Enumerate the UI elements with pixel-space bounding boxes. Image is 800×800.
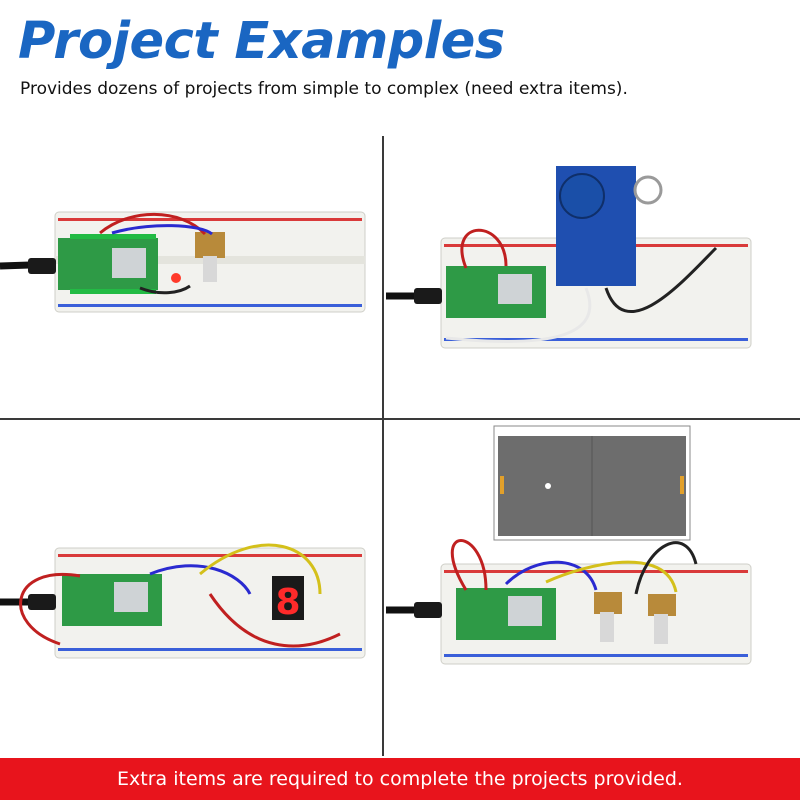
jumper-wires — [19, 543, 341, 648]
photo-rfid-reader — [386, 138, 766, 418]
footer-notice: Extra items are required to complete the… — [117, 768, 683, 790]
potentiometer — [195, 232, 225, 282]
usb-cable — [0, 258, 56, 274]
ball — [545, 483, 551, 489]
jumper-wires — [445, 228, 718, 343]
grid-divider-horizontal — [0, 418, 800, 420]
jumper-wires — [99, 212, 213, 295]
rfid-module — [556, 166, 663, 286]
pico-board — [456, 588, 556, 640]
game-window — [493, 425, 691, 541]
seven-segment-display: 8 — [272, 576, 304, 623]
pico-board — [62, 574, 162, 626]
photo-potentiometer-led — [0, 138, 380, 418]
digit-readout: 8 — [275, 582, 300, 623]
page-subtitle: Provides dozens of projects from simple … — [20, 79, 628, 99]
usb-cable — [386, 602, 442, 618]
potentiometers — [594, 592, 676, 644]
usb-cable — [0, 594, 56, 610]
pico-board — [446, 266, 546, 318]
footer-banner: Extra items are required to complete the… — [0, 758, 800, 800]
photo-seven-segment: 8 — [0, 424, 380, 704]
grid-divider-vertical — [382, 136, 384, 756]
photo-pong-game — [386, 424, 766, 704]
left-paddle — [500, 476, 504, 494]
pico-board — [58, 234, 158, 294]
jumper-wires — [450, 539, 698, 595]
right-paddle — [680, 476, 684, 494]
page-title: Project Examples — [18, 12, 505, 71]
usb-cable — [386, 288, 442, 304]
led — [171, 273, 181, 283]
